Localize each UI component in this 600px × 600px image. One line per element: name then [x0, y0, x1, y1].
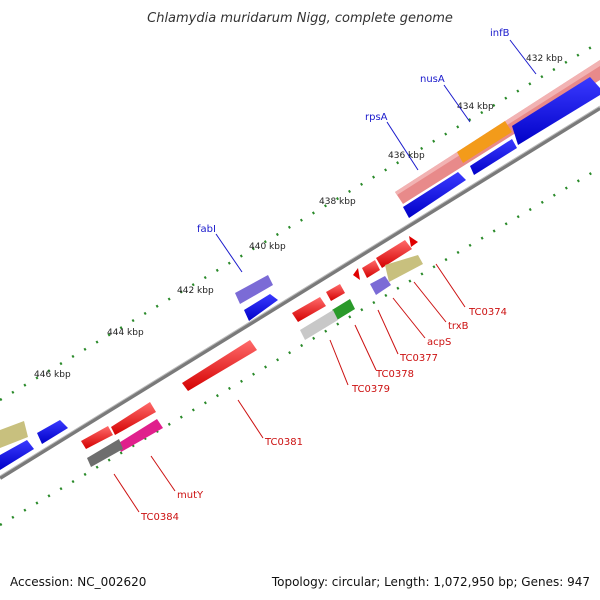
- gene-tan-left[interactable]: [0, 421, 28, 448]
- outer-tick-ring: [0, 40, 600, 402]
- gene-blue-434[interactable]: [470, 139, 517, 175]
- label-TC0381: TC0381: [264, 437, 303, 448]
- leader-rpsA: [386, 121, 419, 171]
- leader-TC0384: [113, 473, 140, 513]
- tick-label-438: 438 kbp: [319, 197, 356, 207]
- gene-rpsA[interactable]: [403, 172, 466, 218]
- leader-mutY: [150, 455, 176, 492]
- leader-fabI: [215, 233, 243, 273]
- gene-nusA[interactable]: [457, 121, 512, 163]
- tick-label-440: 440 kbp: [249, 242, 286, 252]
- label-TC0378: TC0378: [375, 369, 414, 380]
- gene-TC0379[interactable]: [326, 284, 345, 301]
- gene-TC0374-tip: [409, 236, 418, 247]
- gene-mutY[interactable]: [117, 419, 163, 452]
- label-infB: infB: [490, 28, 510, 39]
- gene-fabI[interactable]: [235, 275, 273, 304]
- label-TC0379: TC0379: [351, 384, 390, 395]
- gene-blue-447[interactable]: [37, 420, 68, 444]
- leader-trxB: [413, 281, 447, 323]
- map-title: Chlamydia muridarum Nigg, complete genom…: [147, 11, 453, 26]
- tick-label-444: 444 kbp: [107, 328, 144, 338]
- label-TC0384: TC0384: [140, 512, 179, 523]
- gene-TC0378[interactable]: [353, 268, 360, 280]
- label-nusA: nusA: [420, 74, 445, 85]
- gene-grey[interactable]: [300, 310, 338, 340]
- label-trxB: trxB: [448, 321, 469, 332]
- leader-nusA: [443, 84, 471, 123]
- leader-TC0378: [354, 324, 377, 371]
- gene-TC0384[interactable]: [87, 439, 123, 467]
- inner-tick-ring: [0, 166, 600, 527]
- tick-label-434: 434 kbp: [457, 102, 494, 112]
- label-rpsA: rpsA: [365, 112, 388, 123]
- gene-acpS[interactable]: [370, 276, 391, 295]
- accession-text: Accession: NC_002620: [10, 575, 146, 589]
- leader-infB: [509, 39, 537, 75]
- leader-TC0377: [377, 309, 399, 355]
- genome-backbone: [0, 106, 600, 480]
- gene-TC0381[interactable]: [182, 340, 257, 391]
- gene-blue-left[interactable]: [0, 440, 34, 470]
- leader-TC0381: [237, 399, 264, 439]
- tick-label-442: 442 kbp: [177, 286, 214, 296]
- label-fabI: fabI: [197, 224, 216, 235]
- gene-red-445[interactable]: [111, 402, 156, 435]
- tick-label-432: 432 kbp: [526, 54, 563, 64]
- gene-green[interactable]: [332, 299, 355, 320]
- label-mutY: mutY: [177, 490, 204, 501]
- gene-blue-441[interactable]: [244, 294, 278, 321]
- gene-TC0374[interactable]: [376, 240, 412, 268]
- leader-TC0374: [435, 263, 466, 308]
- gene-blue-432[interactable]: [512, 77, 600, 145]
- leader-TC0379: [329, 339, 349, 386]
- label-TC0374: TC0374: [468, 307, 507, 318]
- tick-label-446: 446 kbp: [34, 370, 71, 380]
- gene-TC0383[interactable]: [81, 426, 113, 449]
- tick-label-436: 436 kbp: [388, 151, 425, 161]
- genome-backbone-highlight: [0, 105, 600, 477]
- genome-summary-text: Topology: circular; Length: 1,072,950 bp…: [271, 575, 590, 589]
- leader-acpS: [392, 297, 426, 339]
- gene-TC0377[interactable]: [362, 260, 380, 278]
- gene-TC0380[interactable]: [292, 297, 326, 322]
- label-TC0377: TC0377: [399, 353, 438, 364]
- gene-trxB[interactable]: [385, 255, 423, 282]
- label-acpS: acpS: [427, 337, 451, 348]
